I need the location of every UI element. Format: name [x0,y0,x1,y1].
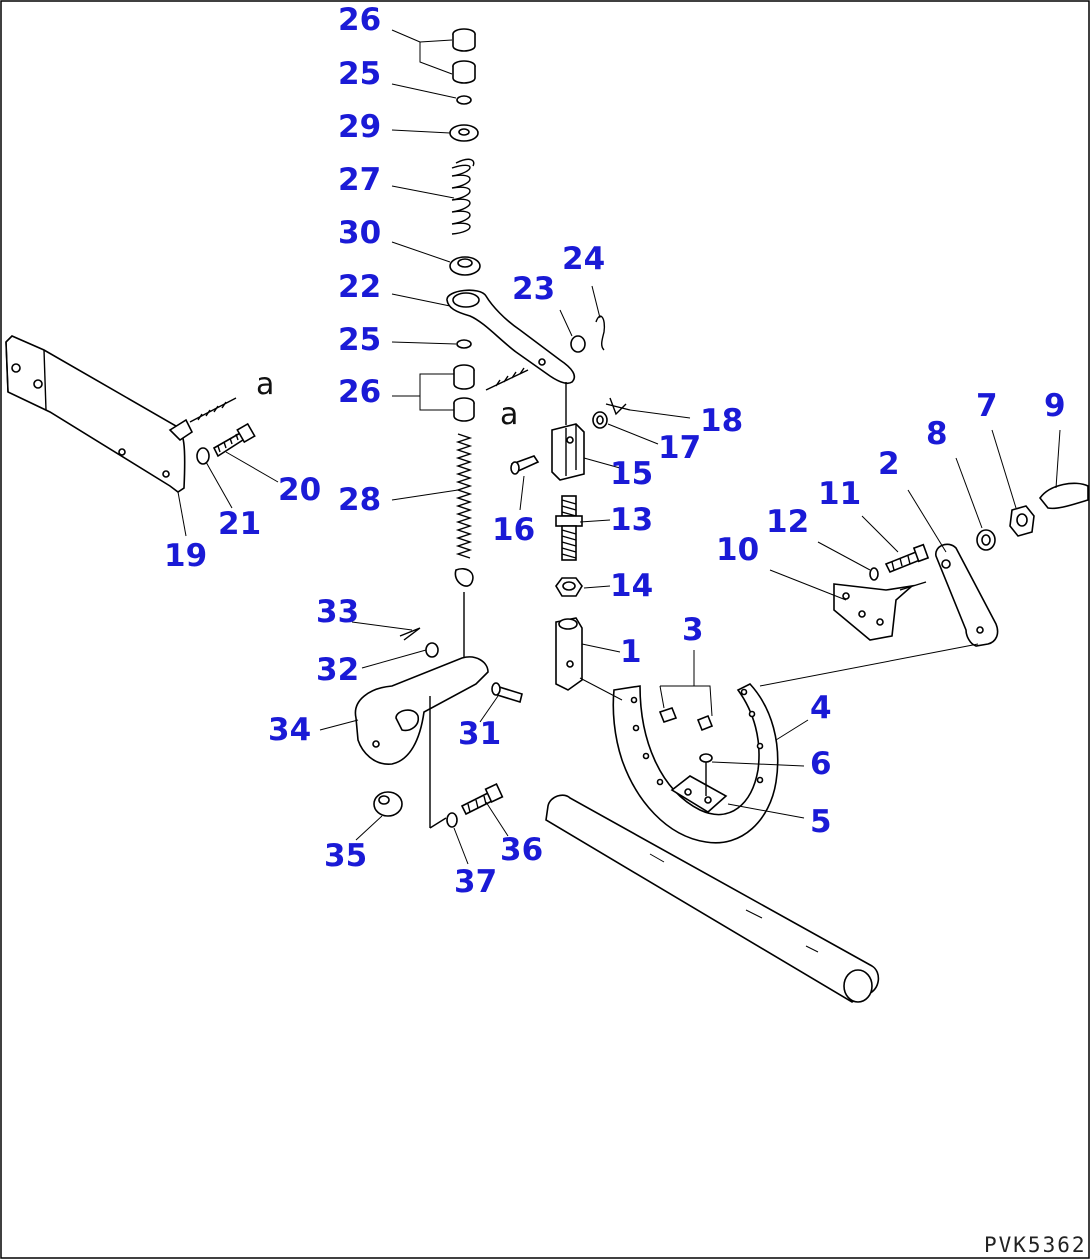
part-1-yoke [555,617,583,691]
leader-lines [177,29,1061,865]
label-part-7: 7 [976,388,998,424]
label-part-35: 35 [324,838,367,874]
label-part-26-top: 26 [338,2,381,38]
part-19-bracket [5,335,237,493]
label-part-22: 22 [338,269,381,305]
part-25-washer-lower [456,339,472,349]
part-3-bolts [658,707,714,732]
label-part-18: 18 [700,403,743,439]
label-part-3: 3 [682,612,704,648]
part-22-lever [446,289,576,425]
part-2-link [899,543,999,647]
part-15-clevis [551,423,585,481]
label-part-11: 11 [818,476,861,512]
label-part-25-lower: 25 [338,322,381,358]
part-35-collar [373,791,403,817]
label-part-34: 34 [268,712,311,748]
label-part-2: 2 [878,446,900,482]
part-number-labels: 26 25 29 27 30 22 25 26 28 23 24 18 17 1… [164,2,1066,900]
label-part-8: 8 [926,416,948,452]
label-part-12: 12 [766,504,809,540]
label-part-6: 6 [810,746,832,782]
label-part-25-top: 25 [338,56,381,92]
part-37-washer [446,812,458,828]
part-9-rod [1038,482,1089,510]
part-23-nut [570,335,586,353]
part-34-lever [354,656,489,829]
label-part-10: 10 [716,532,759,568]
label-part-31: 31 [458,716,501,752]
label-part-17: 17 [658,430,701,466]
part-36-bolt [460,783,504,816]
part-25-washer-top [456,95,472,105]
label-part-1: 1 [620,634,642,670]
part-8-washer [976,529,996,551]
label-part-5: 5 [810,804,832,840]
drawing-code: PVK5362 [984,1233,1087,1257]
label-part-36: 36 [500,832,543,868]
label-part-23: 23 [512,271,555,307]
part-26-top-collars [452,28,476,84]
label-part-19: 19 [164,538,207,574]
part-13-adjust-bolt [555,495,583,561]
label-part-9: 9 [1044,388,1066,424]
part-31-pin [491,682,523,704]
part-6-pin [699,753,713,796]
grease-nipple [485,367,529,391]
part-26-lower-collars [453,364,475,422]
label-part-14: 14 [610,568,653,604]
part-7-nut [1009,505,1035,537]
part-30-seat [449,256,481,276]
label-part-27: 27 [338,162,381,198]
label-part-13: 13 [610,502,653,538]
part-10-bracket [833,583,915,641]
part-32-washer [425,642,439,658]
brake-shaft [545,794,880,1003]
label-part-33: 33 [316,594,359,630]
part-11-bolt [884,543,930,574]
label-part-30: 30 [338,215,381,251]
label-part-4: 4 [810,690,832,726]
part-14-nut [555,577,583,597]
label-part-24: 24 [562,241,605,277]
label-part-26-lower: 26 [338,374,381,410]
part-4-brake-band [612,683,779,844]
part-20-bolt [212,422,256,458]
part-27-spring [451,158,475,235]
part-17-washer [592,411,608,429]
part-21-washer [196,447,210,465]
part-12-washer [869,567,879,581]
part-29-washer [449,124,479,142]
label-part-20: 20 [278,472,321,508]
label-part-28: 28 [338,482,381,518]
detail-letter-a-left: a [256,367,274,402]
part-16-pin [510,455,540,475]
detail-letter-a-center: a [500,397,518,432]
label-part-37: 37 [454,864,497,900]
part-33-pin [399,627,421,641]
label-part-16: 16 [492,512,535,548]
part-28-spring-rod [454,433,474,660]
label-part-29: 29 [338,109,381,145]
label-part-21: 21 [218,506,261,542]
label-part-32: 32 [316,652,359,688]
upper-spring-stack [449,28,481,276]
part-5-plate [670,775,728,813]
label-part-15: 15 [610,456,653,492]
part-18-pin [605,397,631,416]
